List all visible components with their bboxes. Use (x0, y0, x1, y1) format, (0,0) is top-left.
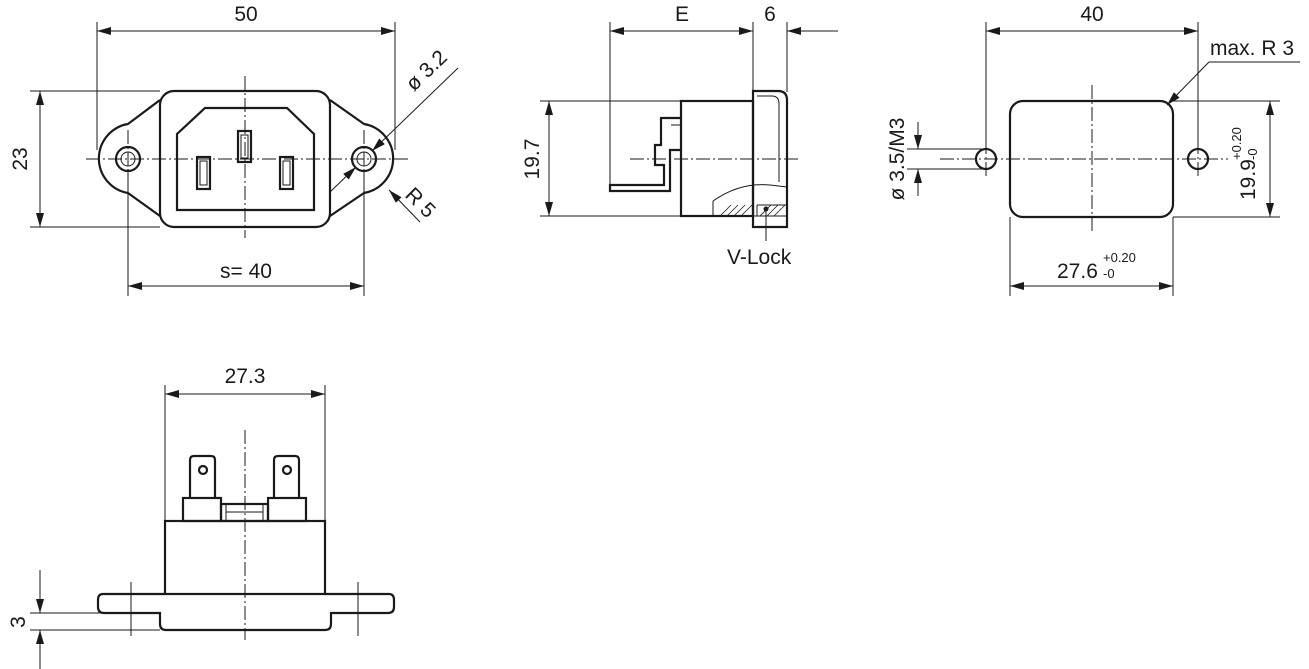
neutral-pin-slot (278, 155, 295, 191)
cutout-width-tol-plus: +0.20 (1103, 250, 1136, 265)
mount-spacing-dim: s= 40 (220, 260, 272, 283)
front-width-dim: 50 (234, 3, 257, 26)
side-height-dim: 19.7 (521, 139, 544, 180)
cutout-width-tol-minus: -0 (1103, 266, 1115, 281)
front-height-dim: 23 (9, 147, 32, 170)
live-pin-inner (199, 160, 208, 186)
flange-thickness-dim: 6 (764, 3, 776, 26)
vlock-label: V-Lock (727, 246, 792, 269)
side-terminal (608, 116, 681, 193)
cutout-hole-dim: ø 3.5/M3 (886, 118, 909, 201)
side-view: V-Lock E 6 19.7 (521, 3, 838, 269)
bottom-width-dim: 27.3 (225, 365, 266, 388)
cutout-height-tol-plus: +0.20 (1229, 127, 1244, 160)
cutout-hole-spacing-dim: 40 (1080, 3, 1103, 26)
vlock-pin (763, 206, 769, 212)
radius-dim: R 5 (400, 183, 439, 222)
live-pin-slot (195, 155, 212, 191)
cutout-view: 40 max. R 3 ø 3.5/M3 19.9 +0.20 -0 27.6 … (886, 3, 1300, 296)
terminal-tab-right (272, 454, 301, 498)
cutout-height-dim: 19.9 (1237, 159, 1260, 200)
hole-diameter-dim: ø 3.2 (401, 46, 451, 96)
bottom-flange-dim: 3 (7, 616, 30, 628)
vlock-cutaway (712, 184, 788, 202)
cutout-width-dim: 27.6 (1057, 260, 1098, 283)
cutout-height-tol-minus: -0 (1245, 148, 1260, 160)
depth-dim-E: E (675, 3, 689, 26)
socket-opening (175, 106, 316, 212)
corner-radius-dim: max. R 3 (1210, 37, 1294, 60)
earth-pin-inner (240, 134, 249, 159)
terminal-base-left (181, 496, 223, 523)
front-view: 50 23 ø 3.2 R 5 s= 40 (9, 3, 459, 296)
neutral-pin-inner (282, 160, 291, 186)
terminal-tab-left (188, 454, 217, 498)
bottom-flange (96, 592, 396, 632)
terminal-base-right (266, 496, 308, 523)
side-flange (751, 89, 789, 229)
bottom-view: 27.3 3 (7, 365, 396, 669)
